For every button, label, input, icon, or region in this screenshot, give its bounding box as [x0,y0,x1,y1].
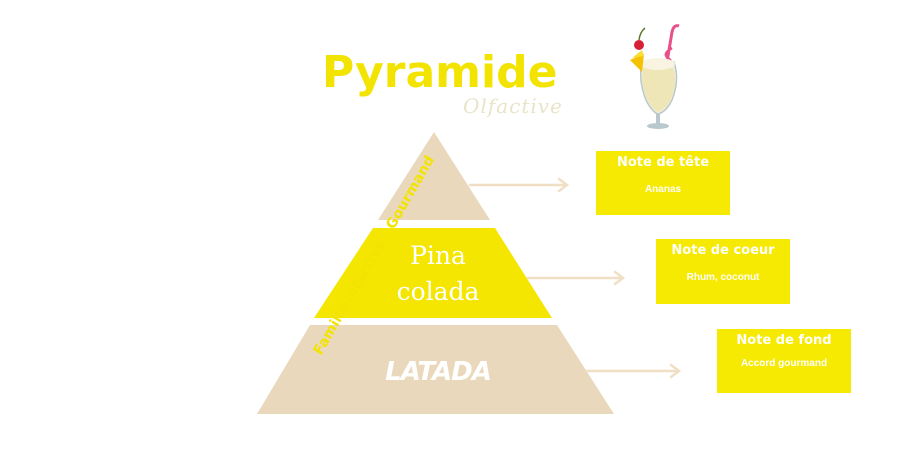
pyramid-bottom-tier [257,325,614,414]
page-title: Pyramide [322,47,558,98]
note-box-coeur: Note de coeur Rhum, coconut [656,239,790,304]
note-box-tete: Note de tête Ananas [596,151,730,215]
middle-tier-label: Pina colada [383,238,493,310]
note-fond-title: Note de fond [736,333,832,348]
latada-logo: LATADA [385,357,492,387]
note-coeur-title: Note de coeur [671,243,775,258]
page-subtitle: Olfactive [463,94,563,118]
note-fond-value: Accord gourmand [740,358,828,369]
note-box-fond: Note de fond Accord gourmand [717,329,851,393]
arrow-bottom [584,363,682,379]
cocktail-glass-icon [630,24,680,129]
middle-tier-label-line1: Pina [410,241,466,270]
arrow-top [468,177,570,193]
note-tete-title: Note de tête [616,155,710,170]
middle-tier-label-line2: colada [396,277,480,306]
pyramid-middle-tier [314,228,552,318]
pyramid-top-tier [378,132,490,220]
note-tete-value: Ananas [644,184,682,195]
arrow-middle [526,270,626,286]
logo-text: LATADA [385,357,491,387]
note-coeur-value: Rhum, coconut [686,272,760,283]
